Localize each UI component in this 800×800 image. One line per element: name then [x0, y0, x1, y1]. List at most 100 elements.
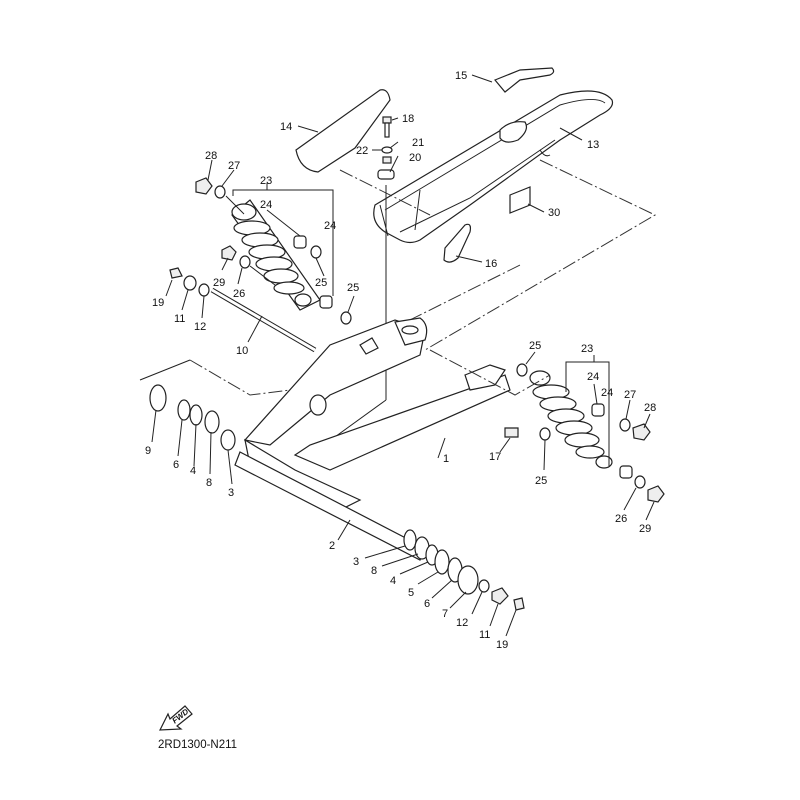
washer-25[interactable] [340, 311, 352, 325]
assembly-outline-right [429, 349, 551, 396]
washer-27[interactable] [214, 185, 226, 199]
drawing-code: 2RD1300-N211 [158, 739, 237, 751]
collar-24[interactable] [293, 235, 307, 249]
washer-26[interactable] [239, 255, 251, 269]
part-label-4[interactable]: 4 [190, 465, 196, 477]
part-label-27[interactable]: 27 [228, 160, 240, 172]
part-label-23[interactable]: 23 [581, 343, 593, 355]
bolt-18[interactable] [382, 116, 392, 138]
collar-24[interactable] [319, 295, 333, 309]
chain-case-13[interactable] [373, 90, 614, 244]
part-label-19[interactable]: 19 [496, 639, 508, 651]
assembly-outline-left [139, 359, 191, 381]
nut-11[interactable] [491, 587, 509, 605]
thrust-cover-6[interactable] [177, 399, 191, 421]
collar-24[interactable] [591, 403, 605, 417]
washer-25[interactable] [539, 427, 551, 441]
collar-3[interactable] [220, 429, 236, 451]
part-label-2[interactable]: 2 [329, 540, 335, 552]
bearing-8[interactable] [204, 410, 220, 434]
leader-lines [151, 74, 655, 637]
part-label-21[interactable]: 21 [412, 137, 424, 149]
part-label-11[interactable]: 11 [479, 629, 490, 641]
cover-7[interactable] [457, 565, 479, 595]
part-label-24[interactable]: 24 [324, 220, 336, 232]
collar-24[interactable] [619, 465, 633, 479]
label-30[interactable] [509, 186, 531, 214]
bolt-19[interactable] [169, 267, 183, 279]
part-label-26[interactable]: 26 [233, 288, 245, 300]
part-label-12[interactable]: 12 [456, 617, 468, 629]
part-label-25[interactable]: 25 [347, 282, 359, 294]
part-label-27[interactable]: 27 [624, 389, 636, 401]
part-label-29[interactable]: 29 [639, 523, 651, 535]
washer-12[interactable] [198, 283, 210, 297]
collar-3[interactable] [403, 529, 417, 551]
washer-26[interactable] [634, 475, 646, 489]
bolt-19[interactable] [513, 597, 525, 611]
bolt-17[interactable] [504, 427, 519, 438]
protector-16[interactable] [443, 223, 472, 263]
cover-14[interactable] [295, 89, 391, 173]
pivot-shaft-2[interactable] [234, 451, 426, 561]
damper-20[interactable] [377, 169, 395, 180]
part-label-23[interactable]: 23 [260, 175, 272, 187]
part-label-8[interactable]: 8 [206, 477, 212, 489]
part-label-25[interactable]: 25 [315, 277, 327, 289]
part-label-6[interactable]: 6 [424, 598, 430, 610]
part-label-17[interactable]: 17 [489, 451, 501, 463]
part-label-3[interactable]: 3 [353, 556, 359, 568]
part-label-29[interactable]: 29 [213, 277, 225, 289]
rear-shock-absorber-right[interactable] [529, 370, 613, 469]
part-label-4[interactable]: 4 [390, 575, 396, 587]
part-label-15[interactable]: 15 [455, 70, 467, 82]
nut-11[interactable] [183, 275, 197, 291]
nut-28[interactable] [195, 177, 213, 195]
nut-28[interactable] [632, 423, 651, 441]
part-label-12[interactable]: 12 [194, 321, 206, 333]
part-label-26[interactable]: 26 [615, 513, 627, 525]
nut-29[interactable] [221, 245, 237, 261]
bushing-5[interactable] [434, 549, 450, 575]
cover-9[interactable] [149, 384, 167, 412]
washer-27[interactable] [619, 418, 631, 432]
part-label-8[interactable]: 8 [371, 565, 377, 577]
part-label-10[interactable]: 10 [236, 345, 248, 357]
washer-12[interactable] [478, 579, 490, 593]
part-label-3[interactable]: 3 [228, 487, 234, 499]
part-label-5[interactable]: 5 [408, 587, 414, 599]
part-label-25[interactable]: 25 [529, 340, 541, 352]
bracket-nut[interactable] [359, 337, 379, 355]
part-label-7[interactable]: 7 [442, 608, 448, 620]
part-label-24[interactable]: 24 [587, 371, 599, 383]
part-label-6[interactable]: 6 [173, 459, 179, 471]
part-label-11[interactable]: 11 [174, 313, 185, 325]
part-label-28[interactable]: 28 [644, 402, 656, 414]
forward-direction-marker: FWD [159, 705, 193, 731]
part-label-22[interactable]: 22 [356, 145, 368, 157]
part-label-13[interactable]: 13 [587, 139, 599, 151]
part-label-20[interactable]: 20 [409, 152, 421, 164]
nut-29[interactable] [647, 485, 665, 503]
part-label-18[interactable]: 18 [402, 113, 414, 125]
collar-21[interactable] [382, 156, 392, 164]
part-label-28[interactable]: 28 [205, 150, 217, 162]
part-label-25[interactable]: 25 [535, 475, 547, 487]
part-label-1[interactable]: 1 [443, 453, 449, 465]
part-label-24[interactable]: 24 [260, 199, 272, 211]
part-label-19[interactable]: 19 [152, 297, 164, 309]
part-label-14[interactable]: 14 [280, 121, 292, 133]
washer-25[interactable] [516, 363, 528, 377]
part-labels: 1 2 3 3 4 4 5 6 6 7 8 8 9 10 11 11 12 12… [145, 70, 656, 651]
washer-25[interactable] [310, 245, 322, 259]
guard-15[interactable] [494, 67, 555, 93]
oil-seal-4[interactable] [189, 404, 203, 426]
rear-arm-1[interactable] [243, 317, 511, 511]
part-label-30[interactable]: 30 [548, 207, 560, 219]
part-label-9[interactable]: 9 [145, 445, 151, 457]
rear-shock-absorber-left[interactable] [231, 199, 321, 311]
part-label-24[interactable]: 24 [601, 387, 613, 399]
part-label-16[interactable]: 16 [485, 258, 497, 270]
assembly-outline-upper [339, 159, 657, 351]
